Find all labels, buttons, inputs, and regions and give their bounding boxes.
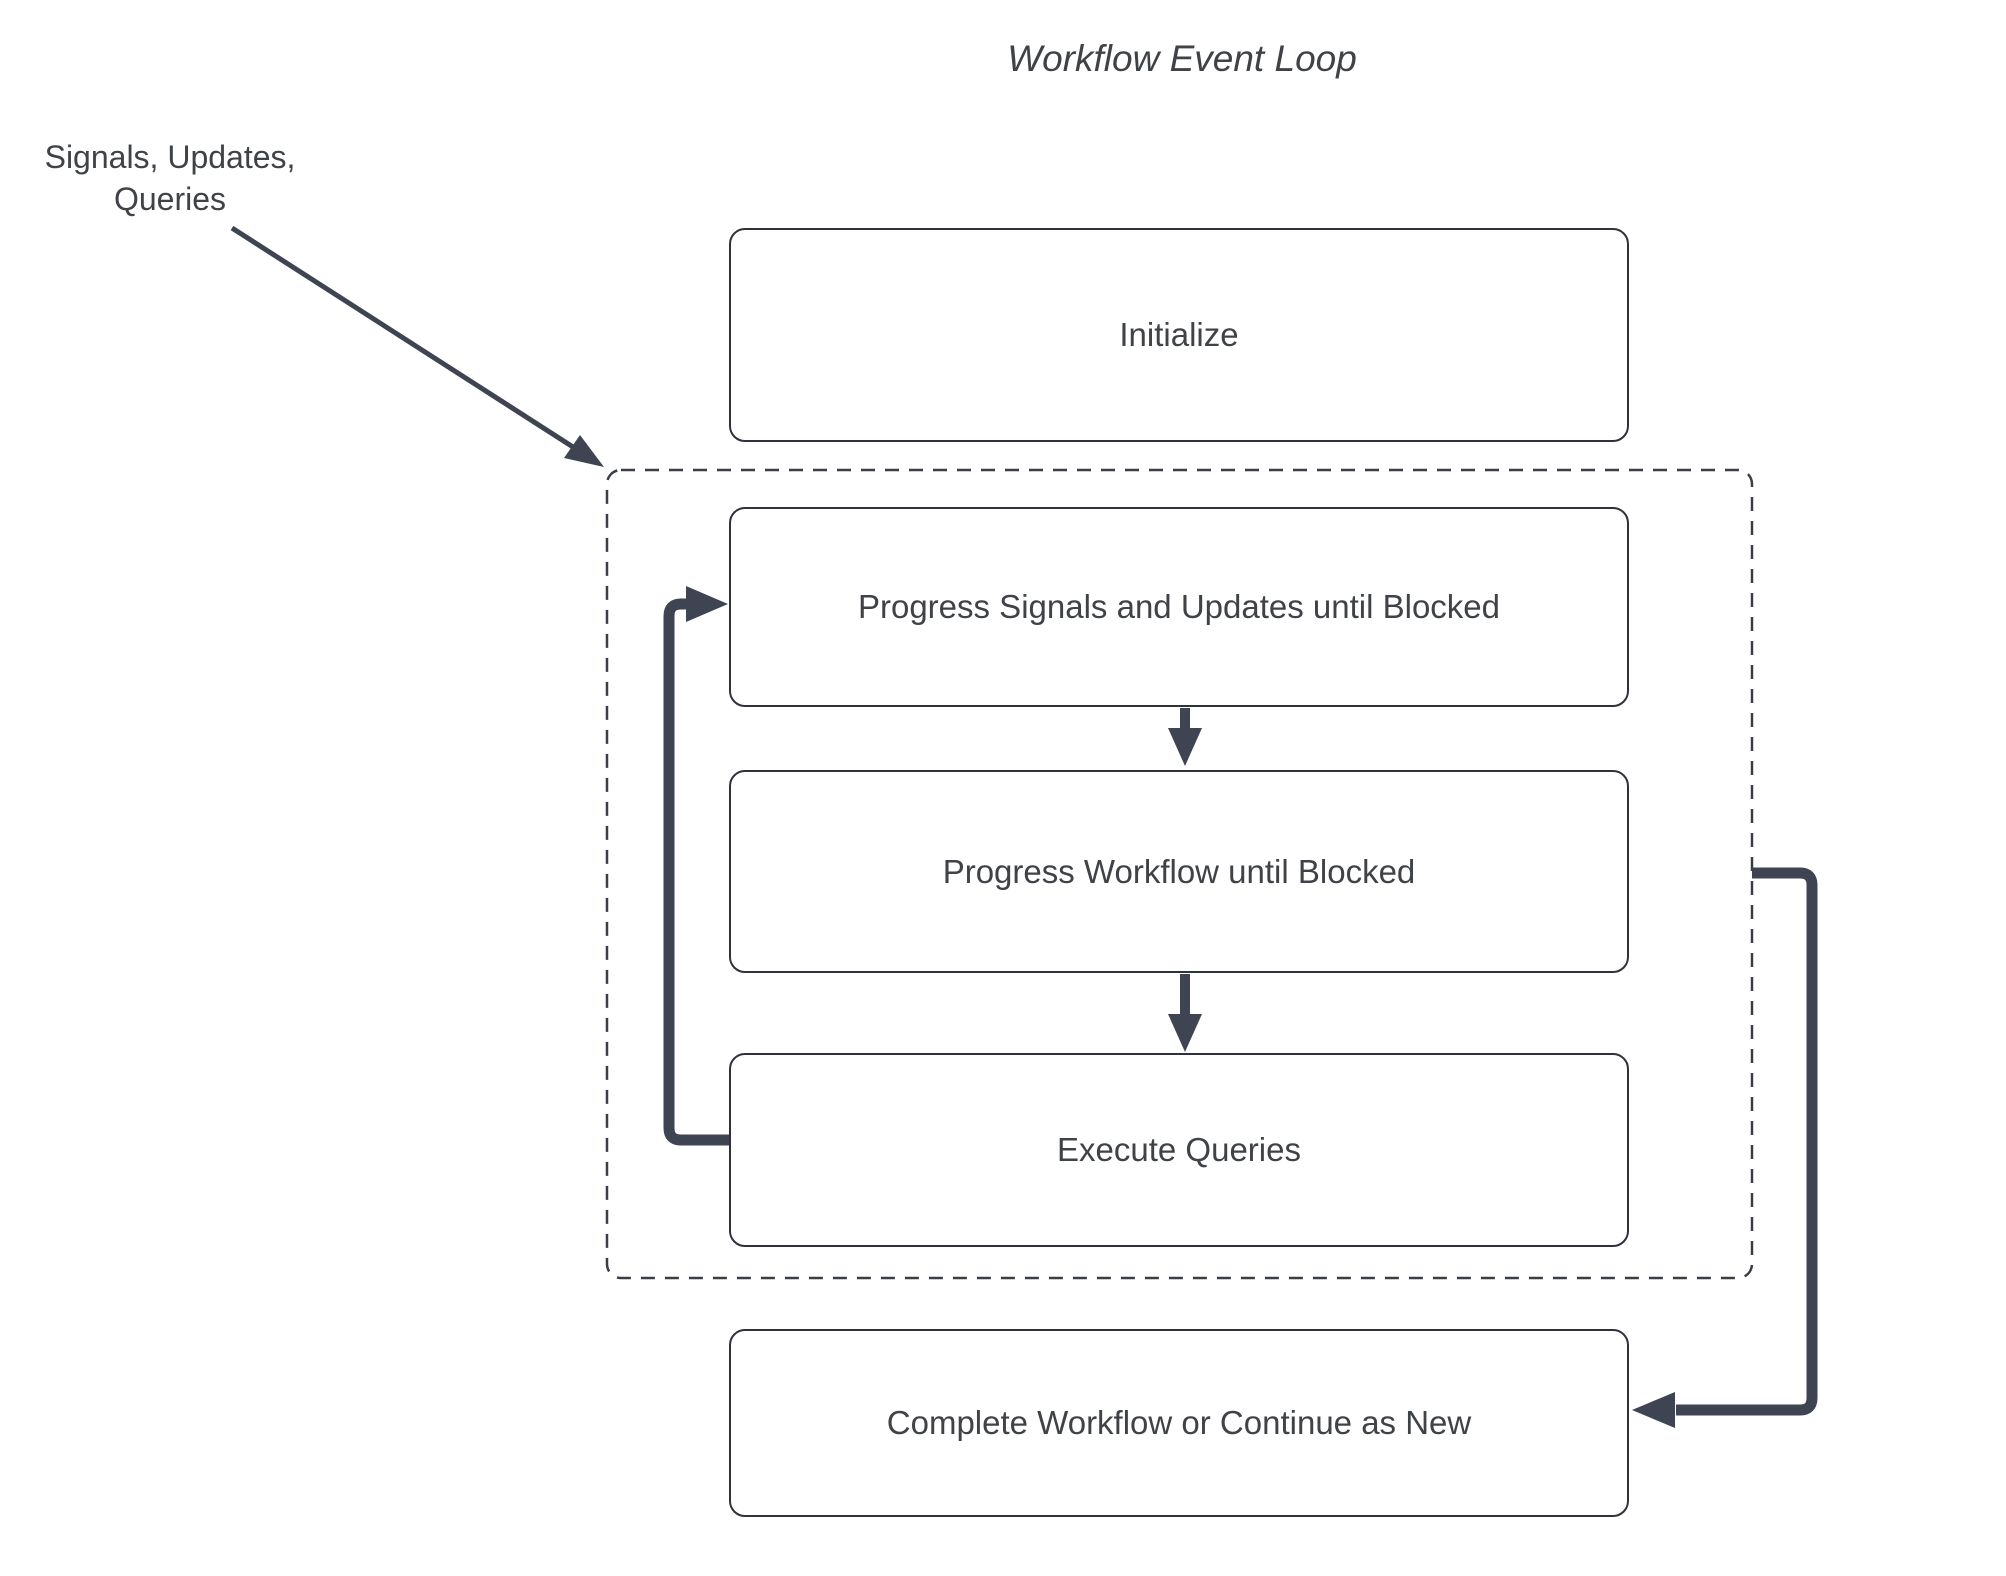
signals-into-loop-arrowhead-icon — [564, 435, 604, 467]
node-execute-queries-label: Execute Queries — [1057, 1131, 1301, 1168]
node-progress-signals: Progress Signals and Updates until Block… — [729, 507, 1629, 707]
signals-updates-queries-line2: Queries — [113, 181, 227, 218]
continue-as-new-arrow-path — [1676, 867, 1818, 1416]
node-progress-signals-label: Progress Signals and Updates until Block… — [857, 588, 1501, 625]
node-complete-label: Complete Workflow or Continue as New — [886, 1404, 1472, 1441]
loop-back-arrow — [663, 586, 729, 1146]
signals-updates-queries-line1: Signals, Updates, — [44, 139, 296, 175]
loop-back-arrowhead-icon — [686, 586, 728, 622]
continue-as-new-arrowhead-icon — [1632, 1392, 1675, 1428]
node-initialize: Initialize — [729, 228, 1629, 442]
signals-into-loop-arrow-line — [230, 225, 575, 450]
node-complete: Complete Workflow or Continue as New — [729, 1329, 1629, 1517]
down-arrow-2 — [1168, 974, 1202, 1052]
continue-as-new-arrow — [1632, 867, 1818, 1428]
signals-updates-queries-label: Signals, Updates, Queries — [22, 136, 318, 220]
node-progress-workflow-label: Progress Workflow until Blocked — [942, 852, 1416, 890]
down-arrow-1-arrowhead-icon — [1168, 728, 1202, 766]
loop-back-arrow-path — [663, 598, 729, 1146]
signals-into-loop-arrow — [230, 225, 604, 467]
down-arrow-2-arrowhead-icon — [1168, 1014, 1202, 1052]
node-progress-workflow: Progress Workflow until Blocked — [729, 770, 1629, 973]
down-arrow-1 — [1168, 708, 1202, 766]
node-execute-queries: Execute Queries — [729, 1053, 1629, 1247]
node-initialize-label: Initialize — [1119, 316, 1239, 353]
diagram-title: Workflow Event Loop — [1007, 38, 1357, 79]
event-loop-dashed-boundary — [605, 468, 1754, 1280]
